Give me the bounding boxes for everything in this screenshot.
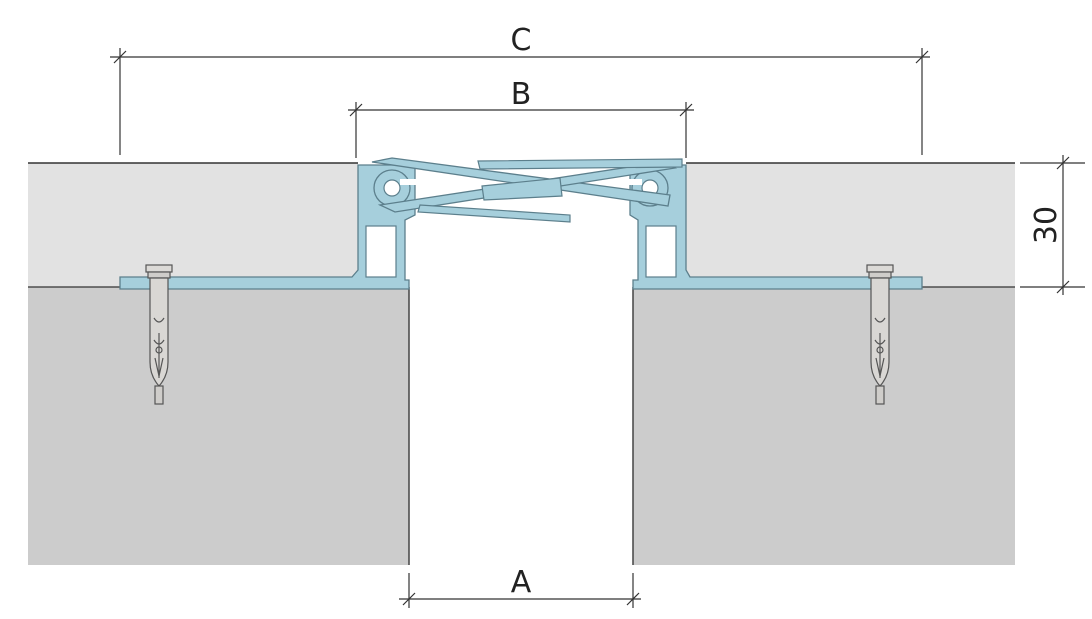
cover-plates xyxy=(371,157,683,223)
dimension-c-label: C xyxy=(511,23,532,58)
right-screed xyxy=(686,163,1015,287)
right-slab xyxy=(633,287,1015,565)
dimension-b-label: B xyxy=(511,77,532,112)
dimension-thickness-label: 30 xyxy=(1029,206,1064,244)
left-slab xyxy=(28,287,409,565)
dimension-thickness xyxy=(1020,155,1085,295)
left-profile xyxy=(119,164,420,290)
dimension-b xyxy=(348,102,694,158)
dimension-c xyxy=(110,48,930,155)
dimension-a-label: A xyxy=(511,565,532,600)
left-screed xyxy=(28,163,358,287)
dimension-a xyxy=(399,573,641,608)
